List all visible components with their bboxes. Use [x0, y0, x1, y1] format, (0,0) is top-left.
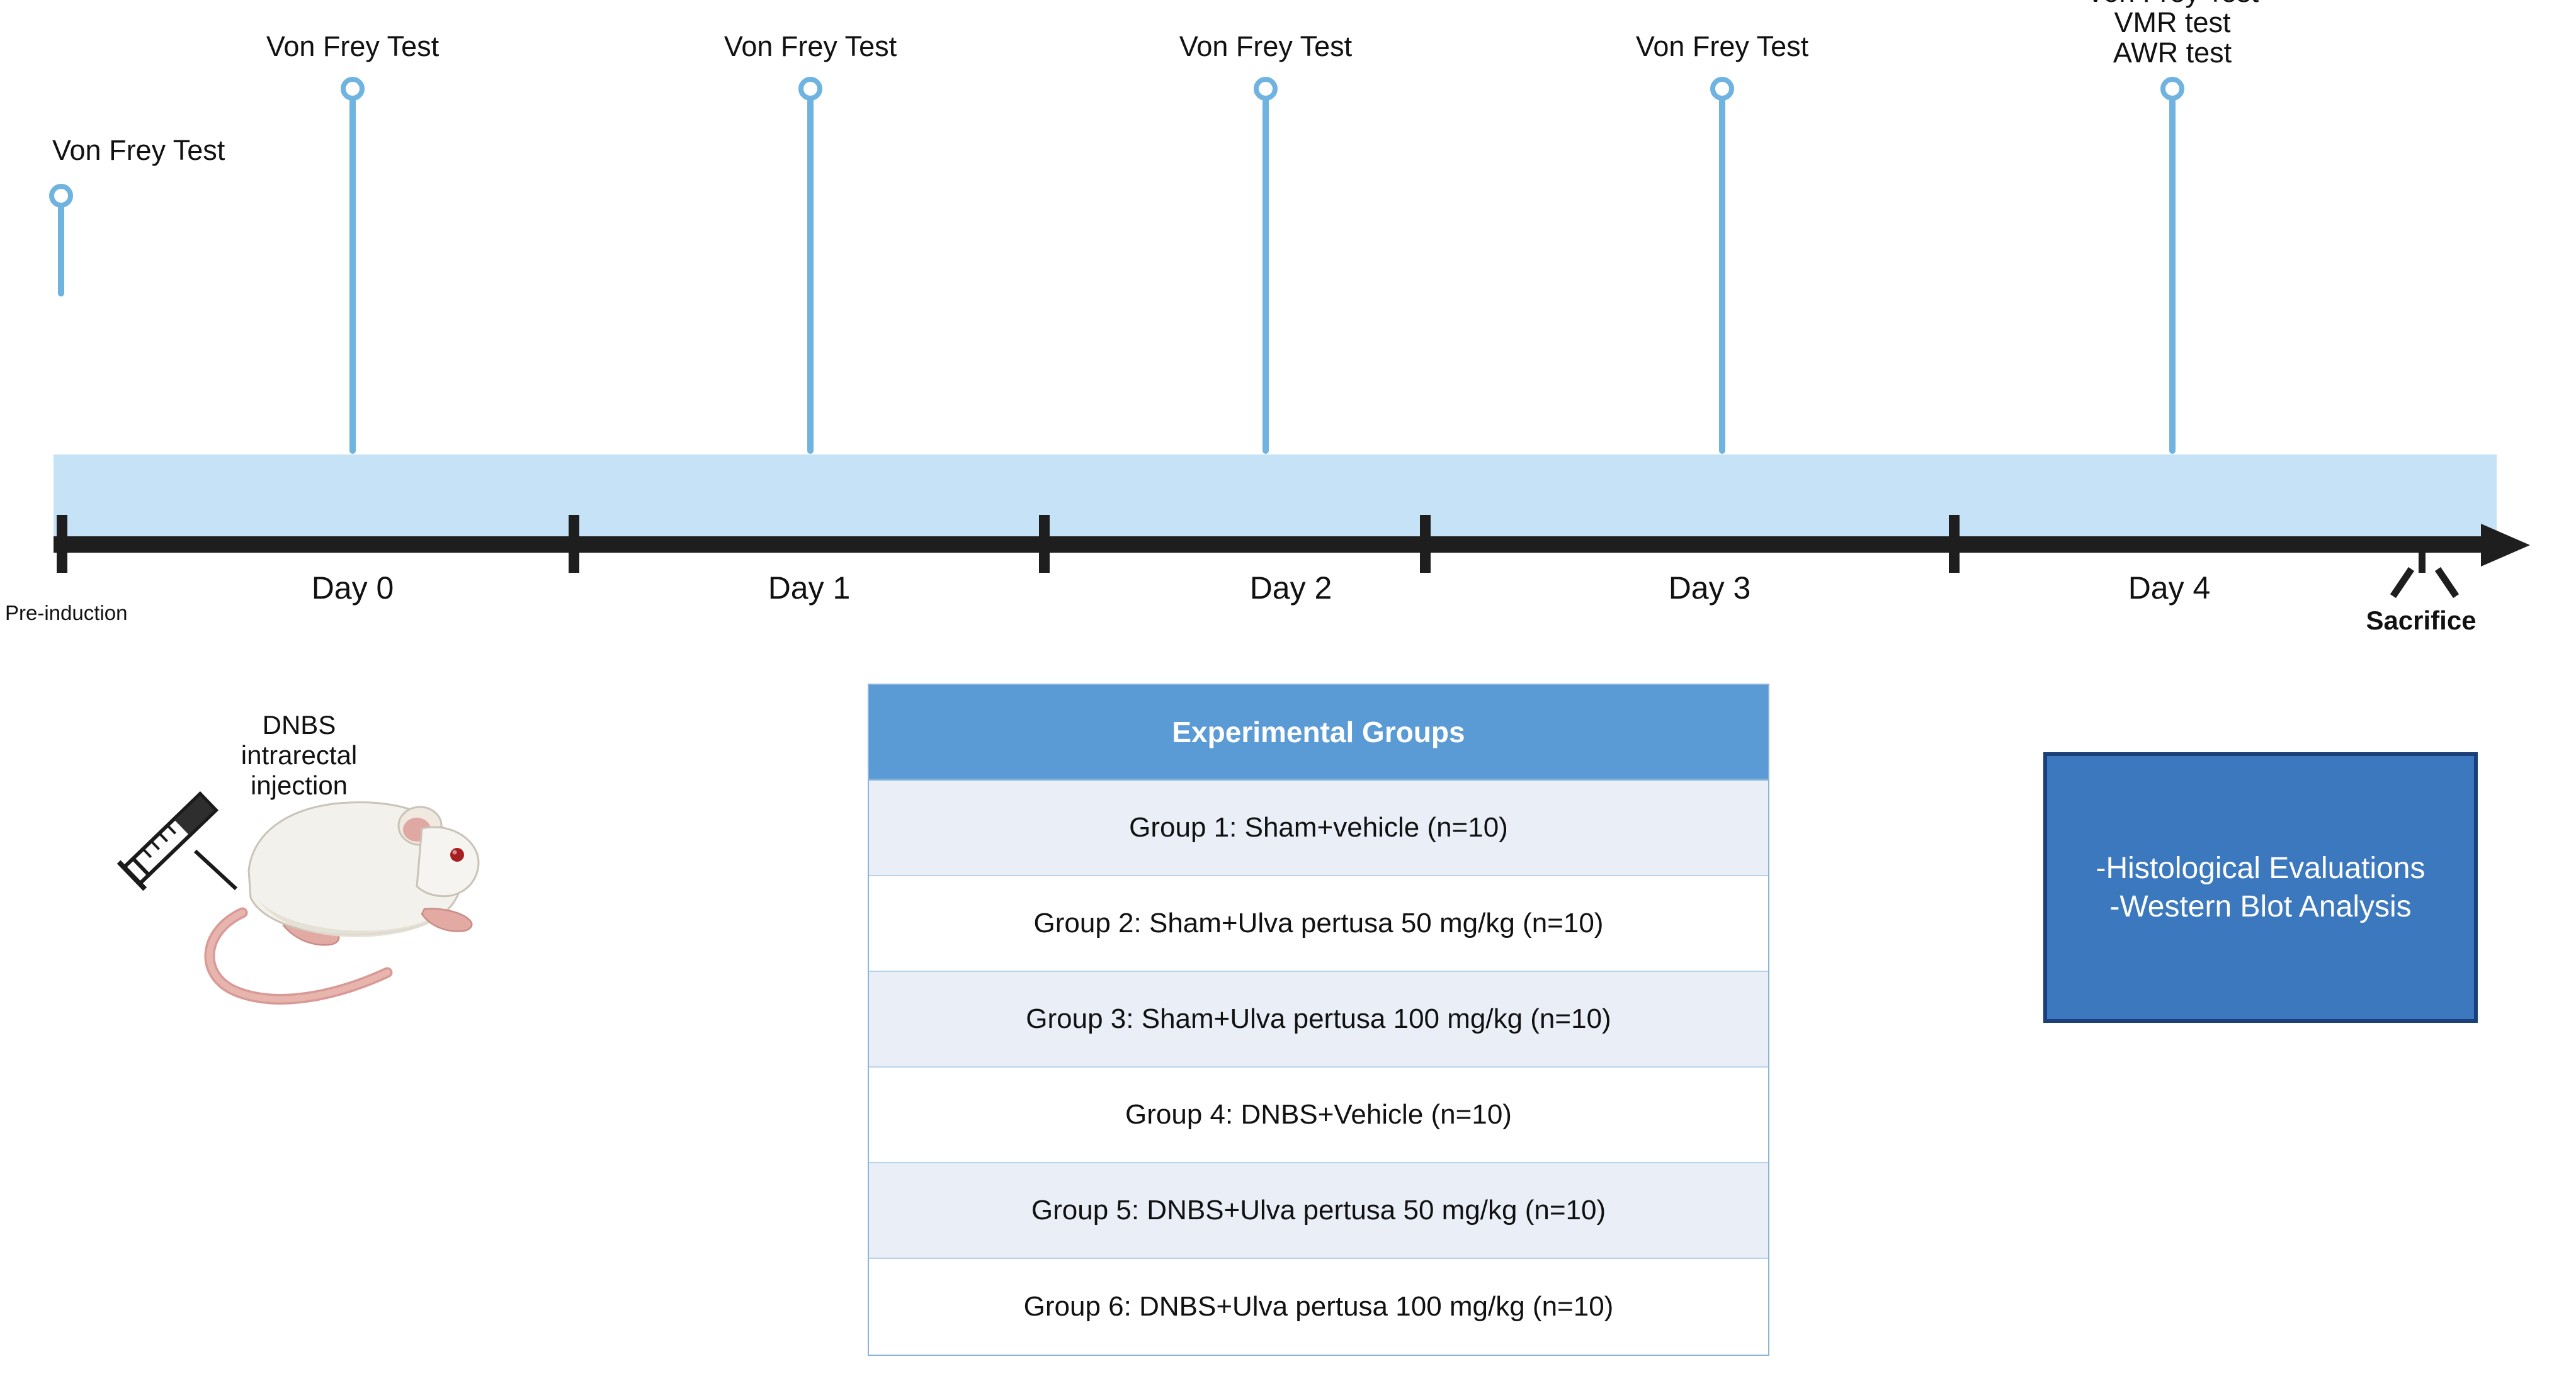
event-circle-icon [341, 77, 365, 101]
table-row[interactable]: Group 4: DNBS+Vehicle (n=10) [869, 1068, 1768, 1163]
event-stem [1719, 89, 1725, 454]
sacrifice-label: Sacrifice [2366, 606, 2477, 635]
timeline-band [54, 454, 2497, 536]
event-circle-icon [798, 77, 822, 101]
day-label: Day 2 [1249, 570, 1332, 606]
table-row[interactable]: Group 2: Sham+Ulva pertusa 50 mg/kg (n=1… [869, 876, 1768, 972]
experiment-timeline: Von Frey Test Von Frey Test Von Frey Tes… [0, 0, 2576, 661]
timeline-tick [569, 515, 579, 573]
event-stem [1262, 89, 1269, 454]
timeline-tick [1420, 515, 1431, 573]
event-circle-icon [1710, 77, 1734, 101]
event-circle-icon [1254, 77, 1278, 101]
table-row[interactable]: Group 1: Sham+vehicle (n=10) [869, 781, 1768, 876]
event-circle-icon [49, 184, 73, 208]
dnbs-injection-caption: DNBS intrarectal injection [241, 710, 358, 800]
event-stem [349, 89, 356, 454]
analysis-outcome-box: -Histological Evaluations -Western Blot … [2043, 752, 2478, 1023]
timeline-tick [57, 515, 67, 573]
timeline-tick [1949, 515, 1960, 573]
event-stem [58, 196, 64, 296]
pre-induction-label: Pre-induction [5, 601, 128, 624]
mouse-with-syringe-icon [94, 705, 485, 1020]
event-label: Von Frey Test [1635, 30, 1809, 62]
event-stem [807, 89, 814, 454]
analysis-box-text: -Histological Evaluations -Western Blot … [2096, 851, 2426, 923]
table-row[interactable]: Group 3: Sham+Ulva pertusa 100 mg/kg (n=… [869, 972, 1768, 1068]
event-stem [2169, 89, 2176, 454]
sacrifice-marker-icon [2390, 553, 2460, 602]
timeline-arrow-icon [2481, 524, 2530, 567]
event-label: Von Frey Test VMR test AWR test [2086, 0, 2259, 69]
table-row[interactable]: Group 5: DNBS+Ulva pertusa 50 mg/kg (n=1… [869, 1163, 1768, 1259]
table-row[interactable]: Group 6: DNBS+Ulva pertusa 100 mg/kg (n=… [869, 1259, 1768, 1355]
day-label: Day 3 [1668, 570, 1751, 606]
event-circle-icon [2160, 77, 2184, 101]
event-label: Von Frey Test [52, 134, 225, 166]
day-label: Day 4 [2128, 570, 2211, 606]
timeline-axis-line [54, 536, 2487, 553]
experimental-groups-table: Experimental Groups Group 1: Sham+vehicl… [868, 684, 1769, 1356]
day-label: Day 1 [768, 570, 851, 606]
timeline-tick [1039, 515, 1050, 573]
event-label: Von Frey Test [266, 30, 440, 62]
event-label: Von Frey Test [1179, 30, 1353, 62]
table-header: Experimental Groups [869, 685, 1768, 781]
day-label: Day 0 [311, 570, 394, 606]
event-label: Von Frey Test [723, 30, 897, 62]
